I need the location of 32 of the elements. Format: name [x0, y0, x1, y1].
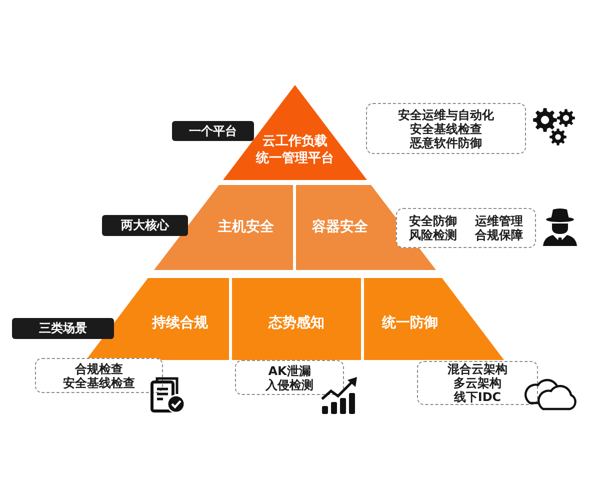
callout-item: 安全运维与自动化 — [398, 108, 494, 122]
tier-label: 持续合规 — [152, 314, 208, 332]
pyramid-tier — [232, 278, 361, 360]
tier-label: 主机安全 — [218, 218, 274, 237]
callout-item: 安全基线检查 — [409, 122, 483, 136]
tier-label: 云工作负载 — [262, 134, 328, 150]
callout-item: 合规保障 — [475, 228, 523, 242]
callout-item: 安全基线检查 — [63, 376, 135, 390]
callout-box — [396, 208, 536, 248]
callout-box — [235, 360, 344, 395]
pyramid-tier — [364, 278, 504, 360]
tier-label: 容器安全 — [312, 218, 368, 237]
pyramid-tier — [86, 278, 229, 360]
callout-item: 入侵检测 — [266, 378, 314, 392]
callout-item: 安全防御 — [409, 214, 457, 228]
callout-item: 多云架构 — [452, 376, 502, 390]
callout-item: 风险检测 — [409, 228, 457, 242]
callout-box — [35, 358, 163, 393]
level-tag: 两大核心 — [102, 215, 188, 236]
callout-item: 恶意软件防御 — [408, 136, 483, 150]
level-tag: 三类场景 — [12, 318, 114, 339]
level-tag: 一个平台 — [172, 121, 254, 141]
callout-box — [366, 103, 526, 154]
callout-item: 运维管理 — [475, 214, 523, 228]
callout-item: AK泄漏 — [267, 364, 312, 378]
tier-label: 统一防御 — [382, 314, 438, 332]
tier-label: 态势感知 — [268, 314, 324, 332]
callout-item: 混合云架构 — [448, 362, 508, 376]
callout-box — [417, 361, 538, 405]
callout-item: 线下IDC — [452, 390, 502, 404]
callout-item: 合规检查 — [74, 362, 124, 376]
tier-label: 统一管理平台 — [256, 151, 334, 168]
